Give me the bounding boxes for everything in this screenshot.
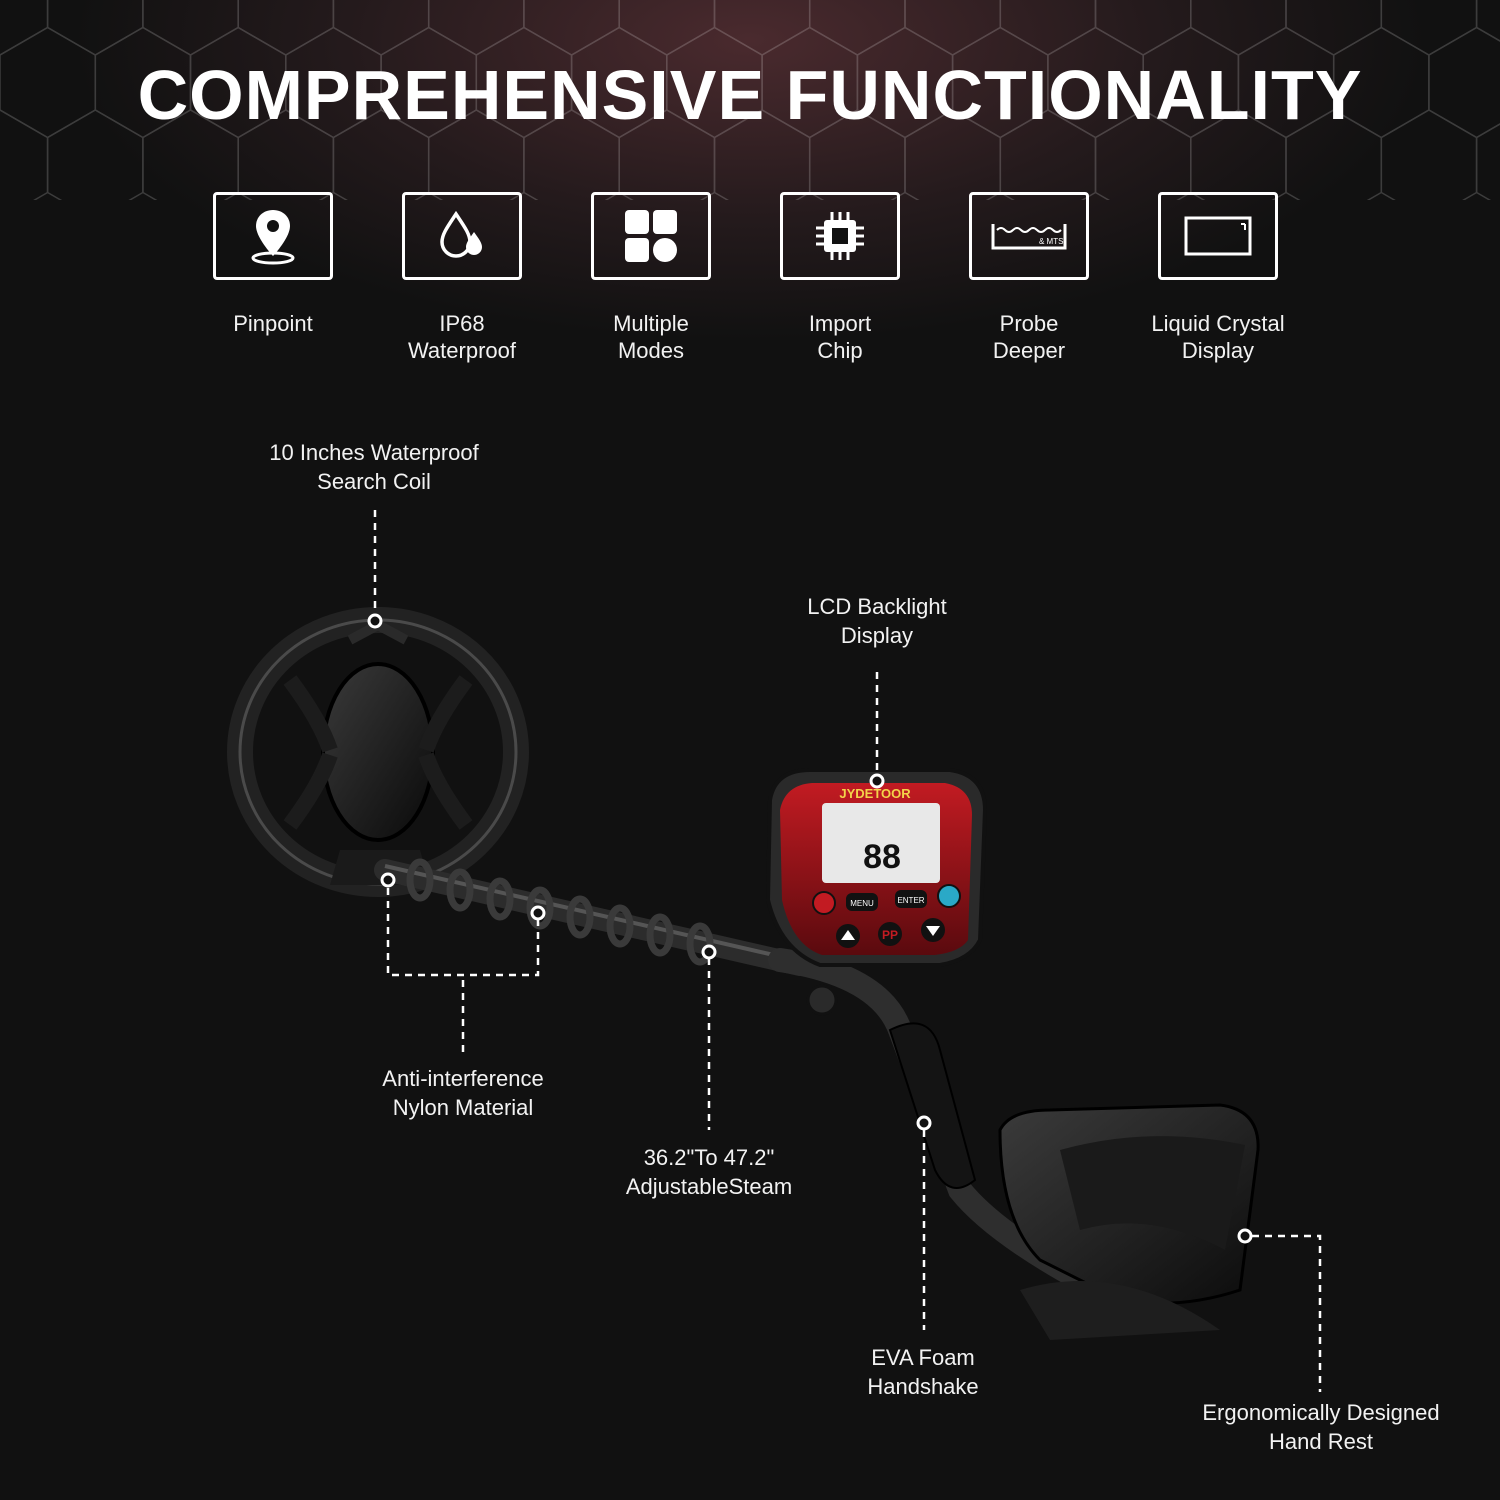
hexagon-cell — [475, 26, 573, 139]
feature-label: Pinpoint — [233, 311, 313, 336]
hexagon-cell — [618, 0, 716, 56]
enter-label: ENTER — [897, 896, 924, 905]
menu-label: MENU — [850, 899, 874, 908]
hexagon-cell — [1285, 109, 1383, 200]
feature-box — [402, 192, 522, 280]
hexagon-cell — [0, 26, 97, 139]
hexagon-cell — [1237, 26, 1335, 139]
hexagon-cell — [1047, 26, 1144, 139]
hexagon-cell — [1380, 0, 1478, 56]
pinpoint-button — [878, 922, 902, 946]
feature-display: Liquid Crystal Display — [1123, 192, 1313, 364]
hexagon-cell — [380, 26, 478, 139]
hexagon-cell — [1475, 123, 1500, 200]
hexagon-cell — [1094, 0, 1192, 56]
feature-label: Probe Deeper — [992, 311, 1066, 363]
hexagon-cell — [427, 0, 525, 56]
callout-dots — [367, 613, 1253, 1244]
lower-shaft — [374, 858, 811, 976]
hexagon-cell — [94, 26, 192, 139]
search-coil — [227, 607, 529, 897]
hexagon-cell — [237, 0, 335, 56]
hexagon-cell — [523, 0, 620, 56]
hexagon-cell — [904, 0, 1002, 56]
callout-eva-foam: EVA Foam Handshake — [867, 1345, 979, 1399]
callout-search-coil: 10 Inches Waterproof Search Coil — [269, 440, 479, 494]
modes-icon — [625, 210, 677, 262]
feature-label: Import Chip — [808, 311, 872, 363]
hexagon-cell — [332, 0, 430, 56]
feature-chip: Import Chip — [745, 192, 935, 364]
hexagon-cell — [1285, 0, 1383, 56]
feature-pinpoint: Pinpoint — [178, 192, 368, 337]
feature-box — [213, 192, 333, 280]
callout-hand-rest: Ergonomically Designed Hand Rest — [1202, 1400, 1440, 1454]
depth-icon: & MTS — [991, 224, 1067, 250]
hexagon-cell — [570, 26, 668, 139]
hexagon-cell — [46, 0, 144, 56]
brand-logo: JYDETOOR — [839, 786, 911, 801]
callout-adjustable-stem: 36.2"To 47.2" AdjustableSteam — [625, 1145, 793, 1199]
waterproof-icon — [440, 210, 482, 258]
pp-label: PP — [882, 928, 898, 942]
hexagon-cell — [1190, 0, 1287, 56]
pinpoint-icon — [251, 210, 295, 265]
hexagon-cell — [189, 26, 287, 139]
power-icon — [812, 891, 836, 915]
feature-modes: Multiple Modes — [556, 192, 746, 364]
hexagon-cell — [856, 26, 954, 139]
hexagon-cell — [46, 109, 144, 200]
callout-nylon-material: Anti-interference Nylon Material — [382, 1066, 544, 1120]
feature-box — [780, 192, 900, 280]
chip-icon — [816, 212, 864, 260]
hexagon-cell — [0, 0, 49, 56]
backlight-icon — [937, 884, 961, 908]
hexagon-cell — [666, 26, 763, 139]
hexagon-cell — [1380, 109, 1478, 200]
hexagon-cell — [142, 0, 239, 56]
hexagon-cell — [761, 26, 859, 139]
hexagon-cell — [1332, 26, 1430, 139]
enter-button — [895, 890, 927, 908]
hexagon-cell — [1428, 26, 1500, 139]
page-title: COMPREHENSIVE FUNCTIONALITY — [137, 56, 1363, 134]
control-box: JYDETOOR 88 MENU ENTER PP — [765, 768, 988, 967]
feature-waterproof: IP68 Waterproof — [367, 192, 557, 364]
display-icon — [1184, 216, 1252, 256]
hexagon-cell — [285, 26, 382, 139]
feature-label: Liquid Crystal Display — [1151, 311, 1285, 363]
callout-lines — [373, 510, 1322, 1392]
hexagon-cell — [999, 0, 1097, 56]
feature-box — [591, 192, 711, 280]
callout-lcd-display: LCD Backlight Display — [807, 594, 947, 648]
feature-label: IP68 Waterproof — [407, 311, 516, 363]
menu-button — [846, 893, 878, 911]
depth-icon-text: & MTS — [1039, 237, 1063, 246]
lcd-screen — [822, 803, 940, 883]
feature-box: & MTS — [969, 192, 1089, 280]
hexagon-cell — [713, 0, 811, 56]
hexagon-cell — [0, 109, 49, 200]
feature-label: Multiple Modes — [613, 311, 689, 363]
hexagon-cell — [808, 0, 906, 56]
feature-box — [1158, 192, 1278, 280]
lcd-digits: 88 — [863, 838, 901, 876]
hexagon-cell — [1475, 0, 1500, 42]
feature-depth: & MTS Probe Deeper — [934, 192, 1124, 364]
hand-rest — [998, 1103, 1260, 1340]
hexagon-cell — [1142, 26, 1240, 139]
hexagon-cell — [951, 26, 1049, 139]
